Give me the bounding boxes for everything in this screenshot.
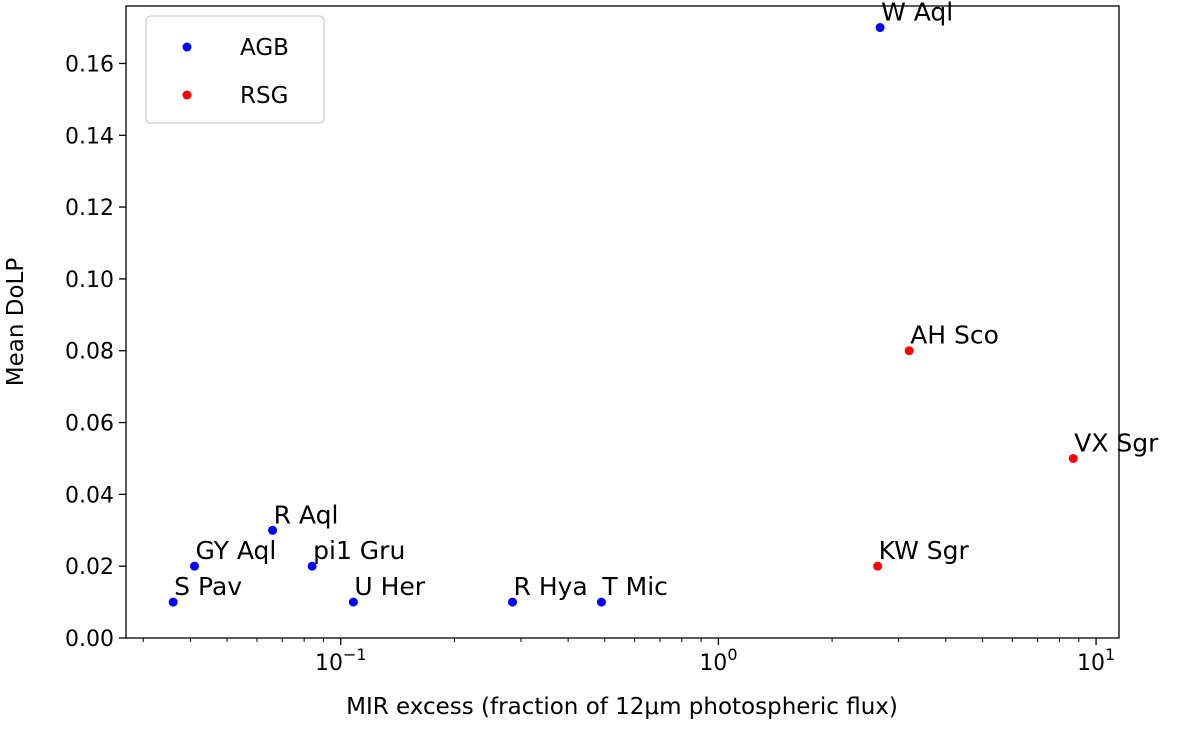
x-tick-base: 10: [1077, 651, 1105, 676]
data-point: [875, 23, 885, 33]
y-tick-label: 0.04: [65, 483, 114, 508]
x-tick-base: 10: [315, 651, 343, 676]
point-label: GY Aql: [196, 536, 277, 565]
data-point: [1068, 453, 1078, 463]
y-tick-label: 0.12: [65, 196, 114, 221]
point-label: AH Sco: [910, 321, 999, 350]
legend-label: RSG: [240, 83, 288, 109]
point-label: R Aql: [274, 500, 339, 529]
data-point: [348, 597, 358, 607]
y-axis-title: Mean DoLP: [3, 258, 29, 387]
point-label: KW Sgr: [879, 536, 970, 565]
point-label: T Mic: [601, 572, 667, 601]
x-tick-label: 101: [1077, 645, 1115, 676]
x-tick-exponent: −1: [343, 645, 367, 664]
legend-box: [145, 15, 325, 124]
data-points: S Pav GY Aql R Aql pi1 Gru U Her R Hya T Mic W …: [168, 0, 1159, 607]
data-point: [268, 525, 278, 535]
legend-label: AGB: [240, 35, 289, 61]
point-label: U Her: [354, 572, 425, 601]
legend-marker: [182, 90, 192, 100]
y-tick-label: 0.06: [65, 412, 114, 437]
point-label: R Hya: [514, 572, 588, 601]
legend: AGB RSG: [145, 15, 325, 124]
point-label: VX Sgr: [1074, 428, 1159, 457]
data-point: [190, 561, 200, 571]
x-tick-label: 100: [699, 645, 737, 676]
point-label: pi1 Gru: [313, 536, 405, 565]
data-point: [904, 346, 914, 356]
y-axis-ticks: 0.00 0.02 0.04 0.06 0.08 0.10 0.12 0.14 0.16: [65, 52, 126, 652]
x-axis-title: MIR excess (fraction of 12μm photospheri…: [346, 694, 898, 720]
legend-marker: [182, 42, 192, 52]
point-label: W Aql: [881, 0, 953, 27]
y-tick-label: 0.00: [65, 627, 114, 652]
y-tick-label: 0.14: [65, 124, 114, 149]
y-tick-label: 0.08: [65, 340, 114, 365]
point-label: S Pav: [174, 572, 242, 601]
data-point: [873, 561, 883, 571]
x-tick-exponent: 0: [727, 645, 737, 664]
data-point: [307, 561, 317, 571]
x-tick-base: 10: [699, 651, 727, 676]
data-point: [596, 597, 606, 607]
y-tick-label: 0.02: [65, 555, 114, 580]
x-tick-exponent: 1: [1105, 645, 1115, 664]
data-point: [508, 597, 518, 607]
y-tick-label: 0.10: [65, 268, 114, 293]
y-tick-label: 0.16: [65, 52, 114, 77]
x-tick-label: 10−1: [315, 645, 367, 676]
data-point: [168, 597, 178, 607]
